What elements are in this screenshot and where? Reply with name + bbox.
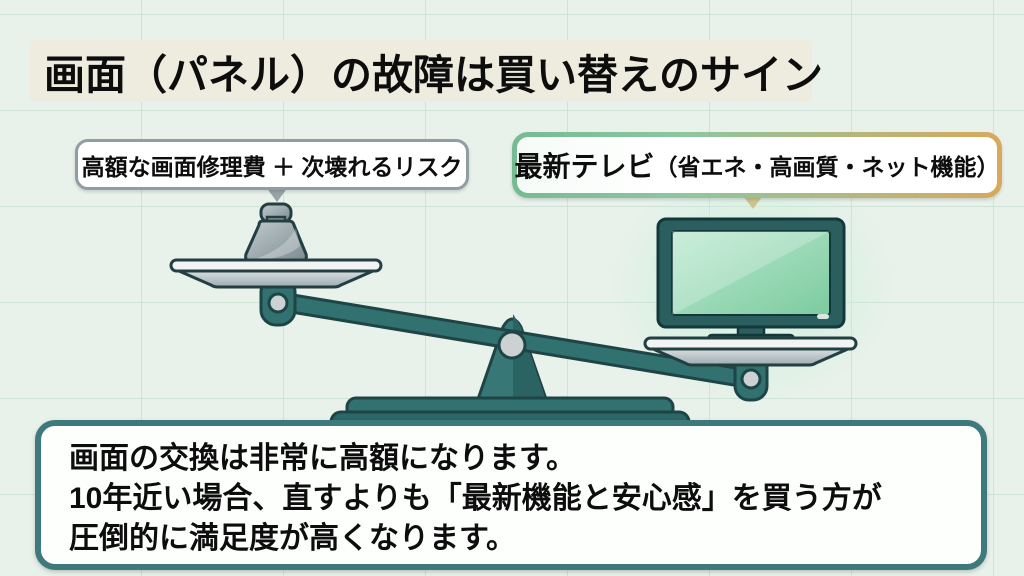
tv-icon bbox=[656, 217, 846, 347]
scale-pivot bbox=[497, 330, 527, 360]
right-callout-label-main: 最新テレビ bbox=[514, 151, 655, 182]
left-callout: 高額な画面修理費 ＋ 次壊れるリスク bbox=[75, 139, 469, 190]
tv-indicator-light bbox=[817, 314, 829, 319]
left-callout-label: 高額な画面修理費 ＋ 次壊れるリスク bbox=[81, 153, 463, 180]
weight-icon bbox=[244, 202, 308, 264]
right-callout-label-sub: （省エネ・高画質・ネット機能） bbox=[654, 154, 1000, 180]
page-title: 画面（パネル）の故障は買い替えのサイン bbox=[44, 52, 823, 98]
note-line-3: 圧倒的に満足度が高くなります。 bbox=[69, 522, 516, 555]
title-band: 画面（パネル）の故障は買い替えのサイン bbox=[30, 40, 823, 102]
left-pan bbox=[169, 258, 383, 289]
note-box: 画面の交換は非常に高額になります。 10年近い場合、直すよりも「最新機能と安心感… bbox=[35, 420, 987, 570]
right-callout-pointer-triangle bbox=[737, 188, 769, 209]
note-line-2: 10年近い場合、直すよりも「最新機能と安心感」を買う方が bbox=[69, 482, 882, 515]
right-pan bbox=[643, 336, 858, 367]
left-pan-hanger bbox=[259, 275, 297, 327]
note-line-1: 画面の交換は非常に高額になります。 bbox=[69, 442, 576, 475]
right-callout: 最新テレビ（省エネ・高画質・ネット機能） bbox=[512, 132, 1002, 198]
